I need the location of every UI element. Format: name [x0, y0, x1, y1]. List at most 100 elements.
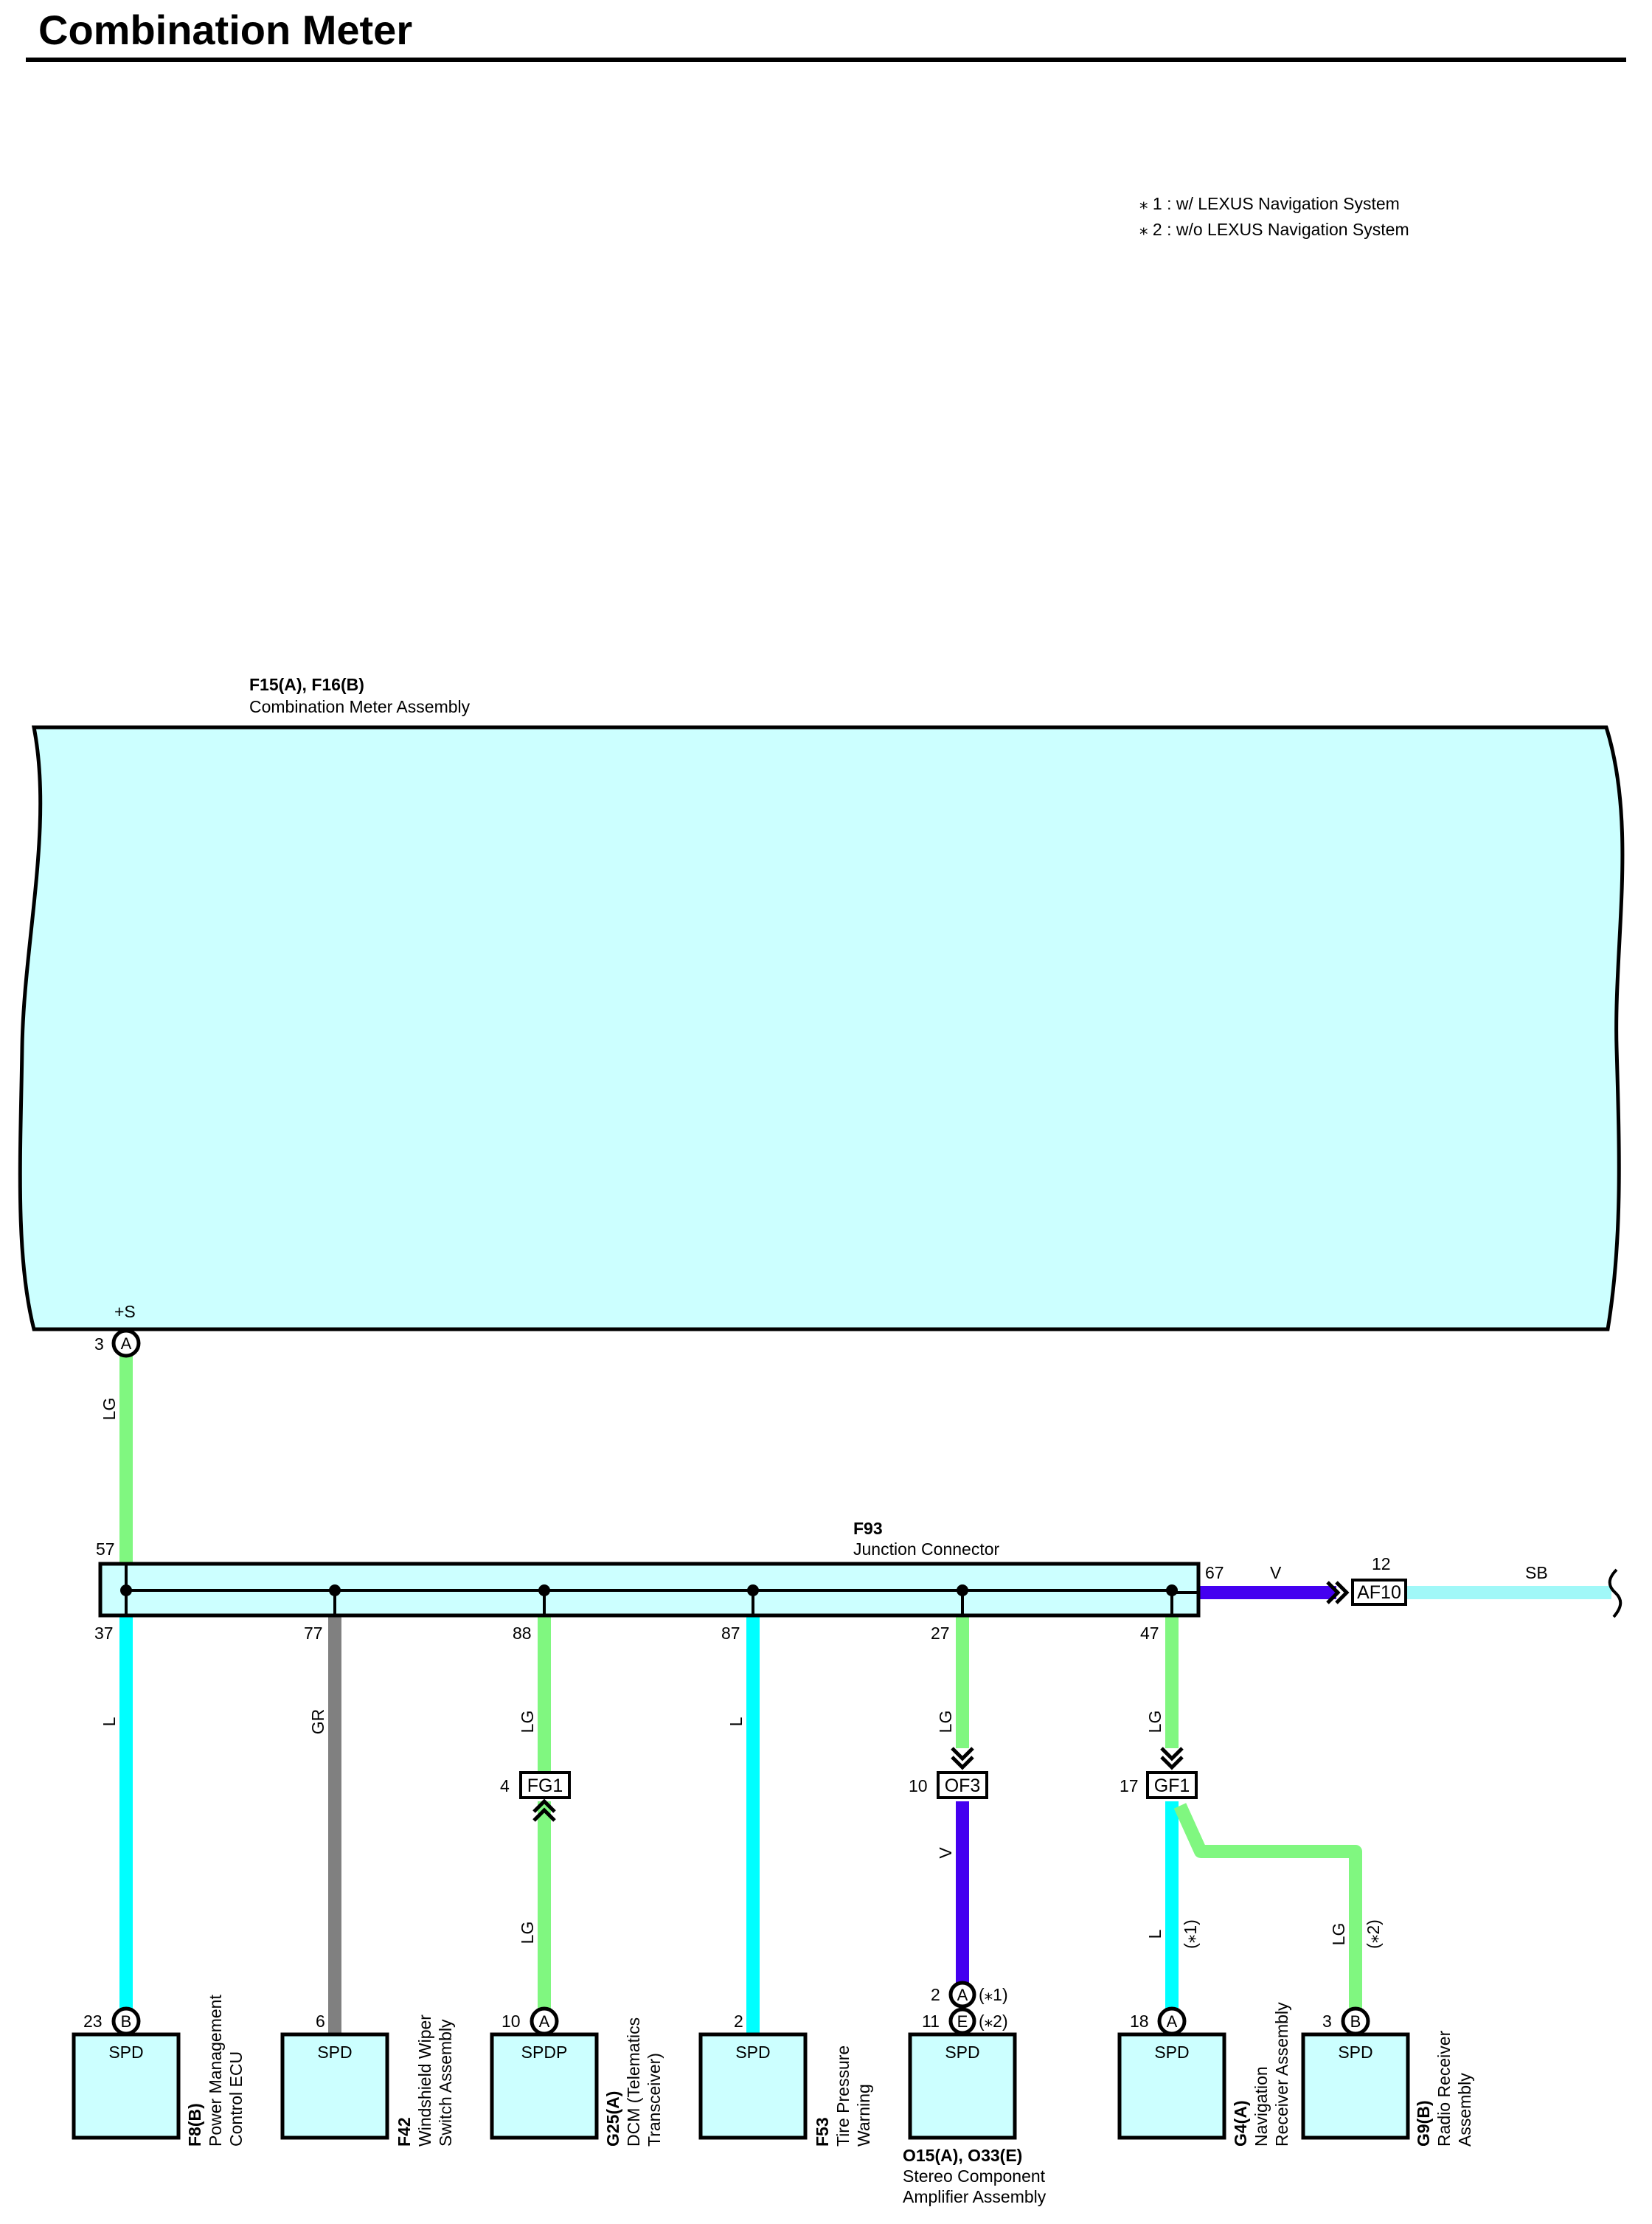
fg1-pin: 4	[500, 1776, 510, 1795]
b5-connector-letter-e: E	[957, 2012, 968, 2031]
b5-pin-a: 2	[931, 1985, 940, 2004]
b2-box-label: SPD	[317, 2043, 352, 2062]
of3-label: OF3	[945, 1776, 981, 1796]
chevron-down-icon	[1160, 1747, 1184, 1770]
wire-note-b6-radio: (⁎2)	[1364, 1919, 1383, 1949]
b2-name-1: Windshield Wiper	[415, 2015, 434, 2147]
b5-connector-letter-a: A	[957, 1986, 968, 2004]
gf1-connector-box	[1146, 1771, 1198, 1799]
b6radio-code: G9(B)	[1414, 2100, 1433, 2147]
b5-name-1: Stereo Component	[903, 2166, 1046, 2186]
junction-pin-47: 47	[1140, 1624, 1159, 1643]
wire-label-b5-top: LG	[936, 1711, 955, 1733]
wire-label-b4: L	[726, 1717, 746, 1726]
wire-break-icon	[1608, 1568, 1622, 1618]
wire-label-b6-top: LG	[1145, 1711, 1165, 1733]
junction-in-pin: 57	[96, 1539, 115, 1559]
af10-connector-box	[1351, 1579, 1407, 1606]
af10-label: AF10	[1357, 1582, 1401, 1603]
b3-code: G25(A)	[603, 2091, 622, 2147]
wire-label-b3-bottom: LG	[518, 1922, 537, 1944]
fg1-label: FG1	[527, 1776, 563, 1796]
wire-lg-gf1-radio	[1173, 1803, 1362, 2021]
wire-label-v-out: V	[1270, 1563, 1282, 1582]
b6nav-name-2: Receiver Assembly	[1272, 2002, 1291, 2147]
b1-connector-letter: B	[121, 2012, 132, 2031]
junction-pin-37: 37	[94, 1624, 114, 1643]
b6nav-pin: 18	[1130, 2012, 1149, 2031]
meter-pin: 3	[94, 1334, 104, 1354]
b6nav-connector-letter: A	[1167, 2012, 1178, 2031]
b4-name-2: Warning	[854, 2084, 873, 2147]
b3-name-2: Transceiver)	[645, 2053, 664, 2147]
b6radio-name-1: Radio Receiver	[1434, 2030, 1454, 2147]
b1-name-1: Power Management	[206, 1995, 225, 2147]
b6radio-box-label: SPD	[1338, 2043, 1372, 2062]
of3-connector-box	[937, 1771, 988, 1799]
b3-pin: 10	[502, 2012, 521, 2031]
note-2: ⁎ 2 : w/o LEXUS Navigation System	[1139, 220, 1409, 239]
b4-box-label: SPD	[735, 2043, 770, 2062]
af10-pin: 12	[1372, 1554, 1391, 1573]
b2-pin: 6	[316, 2012, 325, 2031]
junction-splice-dots	[120, 1584, 1178, 1596]
b4-name-1: Tire Pressure	[833, 2045, 853, 2147]
b1-connector-circle	[111, 2006, 141, 2036]
b6nav-code: G4(A)	[1231, 2100, 1250, 2147]
wire-label-b6-nav: L	[1145, 1929, 1165, 1939]
junction-name: Junction Connector	[853, 1539, 1000, 1559]
b3-connector-circle	[530, 2006, 559, 2036]
wire-label-b6-radio: LG	[1329, 1923, 1348, 1946]
of3-pin: 10	[909, 1776, 928, 1795]
wire-label-lg-1: LG	[100, 1398, 119, 1421]
meter-name: Combination Meter Assembly	[249, 697, 471, 716]
wire-note-b6-nav: (⁎1)	[1181, 1919, 1200, 1949]
wire-label-b3-top: LG	[518, 1711, 537, 1733]
b4-code: F53	[813, 2117, 832, 2147]
b2-name-2: Switch Assembly	[436, 2019, 455, 2147]
component-boxes	[72, 2032, 1410, 2140]
junction-pin-27: 27	[931, 1624, 950, 1643]
b6nav-name-1: Navigation	[1252, 2066, 1271, 2147]
wire-label-b1: L	[100, 1717, 119, 1726]
meter-assembly-box	[18, 725, 1625, 1331]
b6radio-pin: 3	[1322, 2012, 1332, 2031]
gf1-label: GF1	[1154, 1776, 1190, 1796]
wire-label-b5-bottom: V	[936, 1847, 955, 1859]
b5-note-a: (⁎1)	[979, 1985, 1008, 2004]
wire-label-sb: SB	[1525, 1563, 1548, 1582]
b5-connector-circle-e	[948, 2007, 976, 2035]
b5-code: O15(A), O33(E)	[903, 2146, 1022, 2165]
b3-name-1: DCM (Telematics	[624, 2017, 643, 2147]
title-underline	[26, 58, 1626, 62]
meter-code: F15(A), F16(B)	[249, 675, 364, 694]
chevron-up-icon	[532, 1798, 556, 1822]
chevron-right-icon	[1326, 1581, 1350, 1604]
b1-box-label: SPD	[108, 2043, 143, 2062]
chevron-down-icon	[951, 1747, 974, 1770]
b2-code: F42	[395, 2117, 414, 2147]
junction-pin-77: 77	[304, 1624, 323, 1643]
b3-connector-letter: A	[539, 2012, 550, 2031]
b1-code: F8(B)	[185, 2103, 204, 2147]
meter-connector-letter: A	[121, 1334, 132, 1353]
junction-pin-87: 87	[721, 1624, 740, 1643]
b5-pin-e: 11	[922, 2012, 940, 2031]
b5-note-e: (⁎2)	[979, 2012, 1008, 2031]
b6radio-connector-letter: B	[1350, 2012, 1361, 2031]
gf1-pin: 17	[1120, 1776, 1139, 1795]
b5-box-label: SPD	[945, 2043, 979, 2062]
b5-name-2: Amplifier Assembly	[903, 2187, 1047, 2206]
fg1-connector-box	[519, 1771, 571, 1799]
b3-box-label: SPDP	[521, 2043, 568, 2062]
b1-pin: 23	[83, 2012, 103, 2031]
page-title: Combination Meter	[38, 7, 412, 53]
meter-terminal-name: +S	[114, 1302, 136, 1321]
b6radio-name-2: Assembly	[1455, 2073, 1474, 2147]
b1-name-2: Control ECU	[226, 2051, 246, 2147]
junction-code: F93	[853, 1519, 883, 1538]
b5-connector-circle-a	[948, 1981, 976, 2009]
b4-pin: 2	[734, 2012, 743, 2031]
junction-pin-88: 88	[513, 1624, 532, 1643]
